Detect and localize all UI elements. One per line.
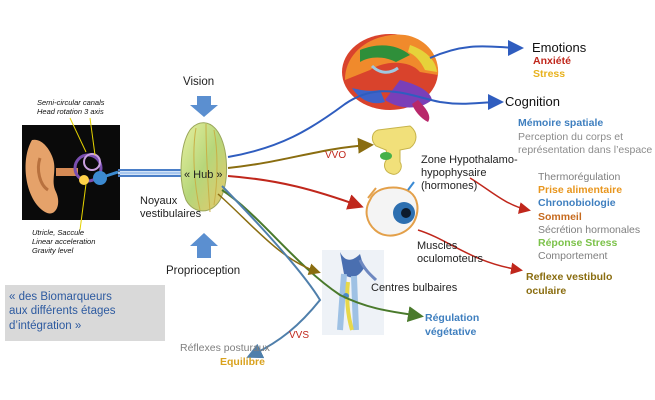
head-rotation-label: Head rotation 3 axis — [37, 107, 104, 116]
emotions-label: Emotions — [532, 40, 587, 55]
hub-label: « Hub » — [184, 169, 223, 181]
brain-illustration — [342, 34, 439, 122]
proprioception-arrow-icon — [190, 233, 218, 258]
vestibulaires-label: vestibulaires — [140, 208, 202, 220]
reponse-stress-label: Réponse Stress — [538, 237, 618, 249]
chronobiologie-label: Chronobiologie — [538, 197, 616, 209]
vvs-label: VVS — [289, 330, 310, 341]
eye-illustration — [365, 181, 419, 237]
utricle-saccule-label: Utricle, Saccule — [32, 228, 85, 237]
proprioception-label: Proprioception — [166, 265, 241, 277]
vision-arrow-icon — [190, 96, 218, 117]
linear-acceleration-label: Linear acceleration — [32, 237, 96, 246]
comportement-label: Comportement — [538, 250, 608, 262]
zone-line1-label: Zone Hypothalamo- — [421, 154, 518, 166]
cognition-label: Cognition — [505, 94, 560, 109]
zone-line3-label: (hormones) — [421, 180, 478, 192]
note-line1: « des Biomarqueurs — [9, 291, 112, 303]
vision-label: Vision — [183, 76, 215, 88]
semicircular-canals-label: Semi-circular canals — [37, 98, 105, 107]
perception-line2-label: représentation dans l’espace — [518, 144, 653, 156]
inner-ear-illustration — [22, 125, 120, 220]
reflexes-posturaux-label: Réflexes posturaux — [180, 342, 270, 354]
thermoregulation-label: Thermorégulation — [538, 171, 621, 183]
note-line3: d’intégration » — [9, 319, 82, 332]
biomarker-note-box: « des Biomarqueurs aux différents étages… — [5, 285, 165, 341]
equilibre-label: Equilibre — [220, 356, 265, 368]
secretion-label: Sécrétion hormonales — [538, 224, 641, 236]
hypothalamus-illustration — [371, 125, 417, 175]
memoire-spatiale-label: Mémoire spatiale — [518, 117, 604, 129]
regulation-line1-label: Régulation — [425, 312, 480, 324]
noyaux-label: Noyaux — [140, 195, 178, 207]
centres-bulbaires-label: Centres bulbaires — [371, 282, 458, 294]
prise-alimentaire-label: Prise alimentaire — [538, 184, 623, 196]
reflexe-vestibulo-line2-label: oculaire — [526, 285, 567, 297]
anxiete-label: Anxiété — [533, 55, 571, 67]
vvo-label: VVO — [325, 150, 347, 161]
muscles-line1-label: Muscles — [417, 240, 458, 252]
perception-line1-label: Perception du corps et — [518, 131, 624, 143]
zone-line2-label: hypophysaire — [421, 167, 487, 179]
regulation-line2-label: végétative — [425, 326, 477, 338]
muscles-line2-label: oculomoteurs — [417, 253, 484, 265]
reflexe-vestibulo-line1-label: Reflexe vestibulo — [526, 271, 613, 283]
brainstem-illustration — [322, 250, 384, 335]
sommeil-label: Sommeil — [538, 211, 582, 223]
gravity-level-label: Gravity level — [32, 246, 74, 255]
note-line2: aux différents étages — [9, 305, 116, 318]
stress-label: Stress — [533, 68, 566, 80]
vestibular-nuclei-illustration — [180, 122, 228, 213]
